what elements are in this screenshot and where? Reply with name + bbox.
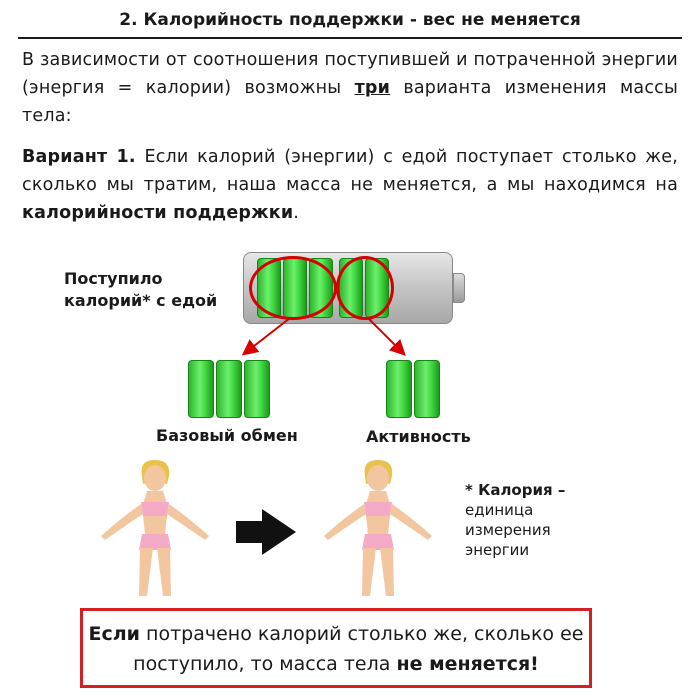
conclusion-result: не меняется! [396,653,539,675]
title-divider [18,37,682,39]
arrow-to-activity [367,317,406,356]
footnote-line2: единица [465,501,534,519]
intake-label-line1: Поступило [64,269,163,288]
battery-terminal [453,273,465,303]
variant-period: . [293,203,300,223]
base-label: Базовый обмен [156,426,298,445]
footnote-line4: энергии [465,541,530,559]
conclusion-text: Если потрачено калорий столько же, сколь… [83,619,589,679]
right-arrow-icon [236,509,296,555]
variant-label: Вариант 1. [22,147,136,167]
footnote: * Калория – единица измерения энергии [465,480,565,560]
page-title: 2. Калорийность поддержки - вес не меняе… [119,10,581,30]
footnote-line3: измерения [465,521,551,539]
variant-text: Если калорий (энергии) с едой поступает … [22,147,678,195]
conclusion-if: Если [88,623,140,645]
base-cell [216,360,242,418]
activity-cell [414,360,440,418]
highlight-ring-activity [336,256,394,320]
conclusion-line1: Если потрачено калорий столько же, сколь… [83,619,589,649]
intake-label: Поступило калорий* с едой [64,268,217,312]
intro-text: В зависимости от соотношения поступившей… [22,50,678,98]
intro-paragraph: В зависимости от соотношения поступившей… [22,46,678,130]
arrow-to-base [241,317,291,356]
intro-emphasis: три [354,78,391,98]
conclusion-box: Если потрачено калорий столько же, сколь… [80,608,592,688]
conclusion-line2: поступило, то масса тела не меняется! [83,649,589,679]
conclusion-text1: потрачено калорий столько же, сколько ее [140,623,584,645]
base-cell [188,360,214,418]
footnote-line1: * Калория – [465,481,566,499]
intro-text-end: варианта изменения массы тела: [22,78,678,126]
conclusion-text2: поступило, то масса тела [133,653,397,675]
highlight-ring-base [249,256,337,320]
variant-paragraph: Вариант 1. Если калорий (энергии) с едой… [22,143,678,227]
intake-label-line2: калорий* с едой [64,291,218,310]
variant-term: калорийности поддержки [22,203,294,223]
woman-figure-icon [101,460,209,596]
woman-figure-icon [324,460,432,596]
base-cell [244,360,270,418]
activity-cell [386,360,412,418]
activity-label: Активность [366,427,471,446]
